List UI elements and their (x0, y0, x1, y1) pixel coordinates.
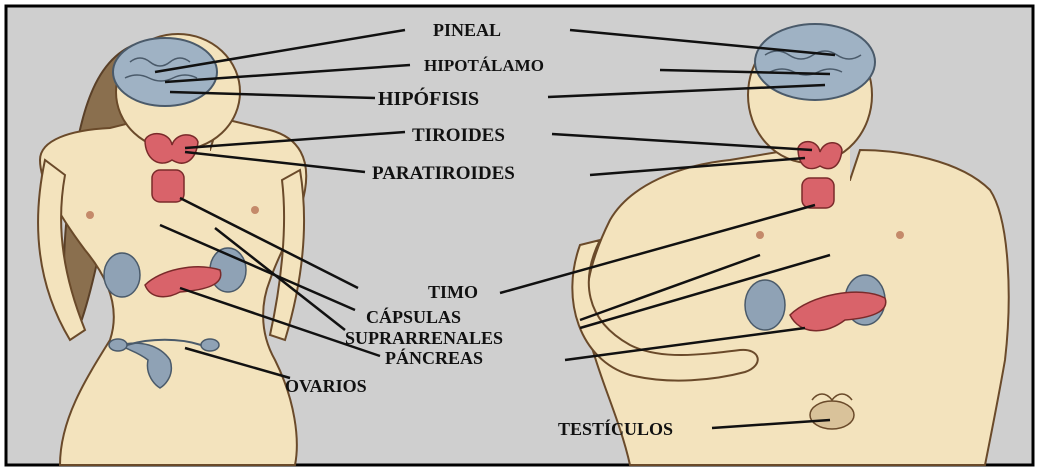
label-tiroides: TIROIDES (412, 125, 505, 146)
female-kidney-left (104, 253, 140, 297)
label-timo: TIMO (428, 282, 478, 302)
female-brain (113, 38, 217, 106)
label-testiculos: TESTÍCULOS (558, 418, 673, 439)
male-nipple-right (896, 231, 904, 239)
label-suprarrenales: SUPRARRENALES (345, 328, 503, 348)
label-hipofisis: HIPÓFISIS (378, 86, 479, 110)
male-nipple-left (756, 231, 764, 239)
female-nipple-right (251, 206, 259, 214)
label-ovarios: OVARIOS (285, 376, 367, 396)
male-thymus (802, 178, 834, 208)
female-thymus (152, 170, 184, 202)
male-brain (755, 24, 875, 100)
female-nipple-left (86, 211, 94, 219)
male-testicles (810, 401, 854, 429)
label-paratiroides: PARATIROIDES (372, 163, 515, 184)
label-pancreas: PÁNCREAS (385, 347, 483, 368)
label-pineal: PINEAL (433, 20, 501, 40)
female-ovary-left (109, 339, 127, 351)
male-kidney-left (745, 280, 785, 330)
label-hipotalamo: HIPOTÁLAMO (424, 56, 544, 75)
female-ovary-right (201, 339, 219, 351)
label-capsulas: CÁPSULAS (366, 306, 461, 327)
